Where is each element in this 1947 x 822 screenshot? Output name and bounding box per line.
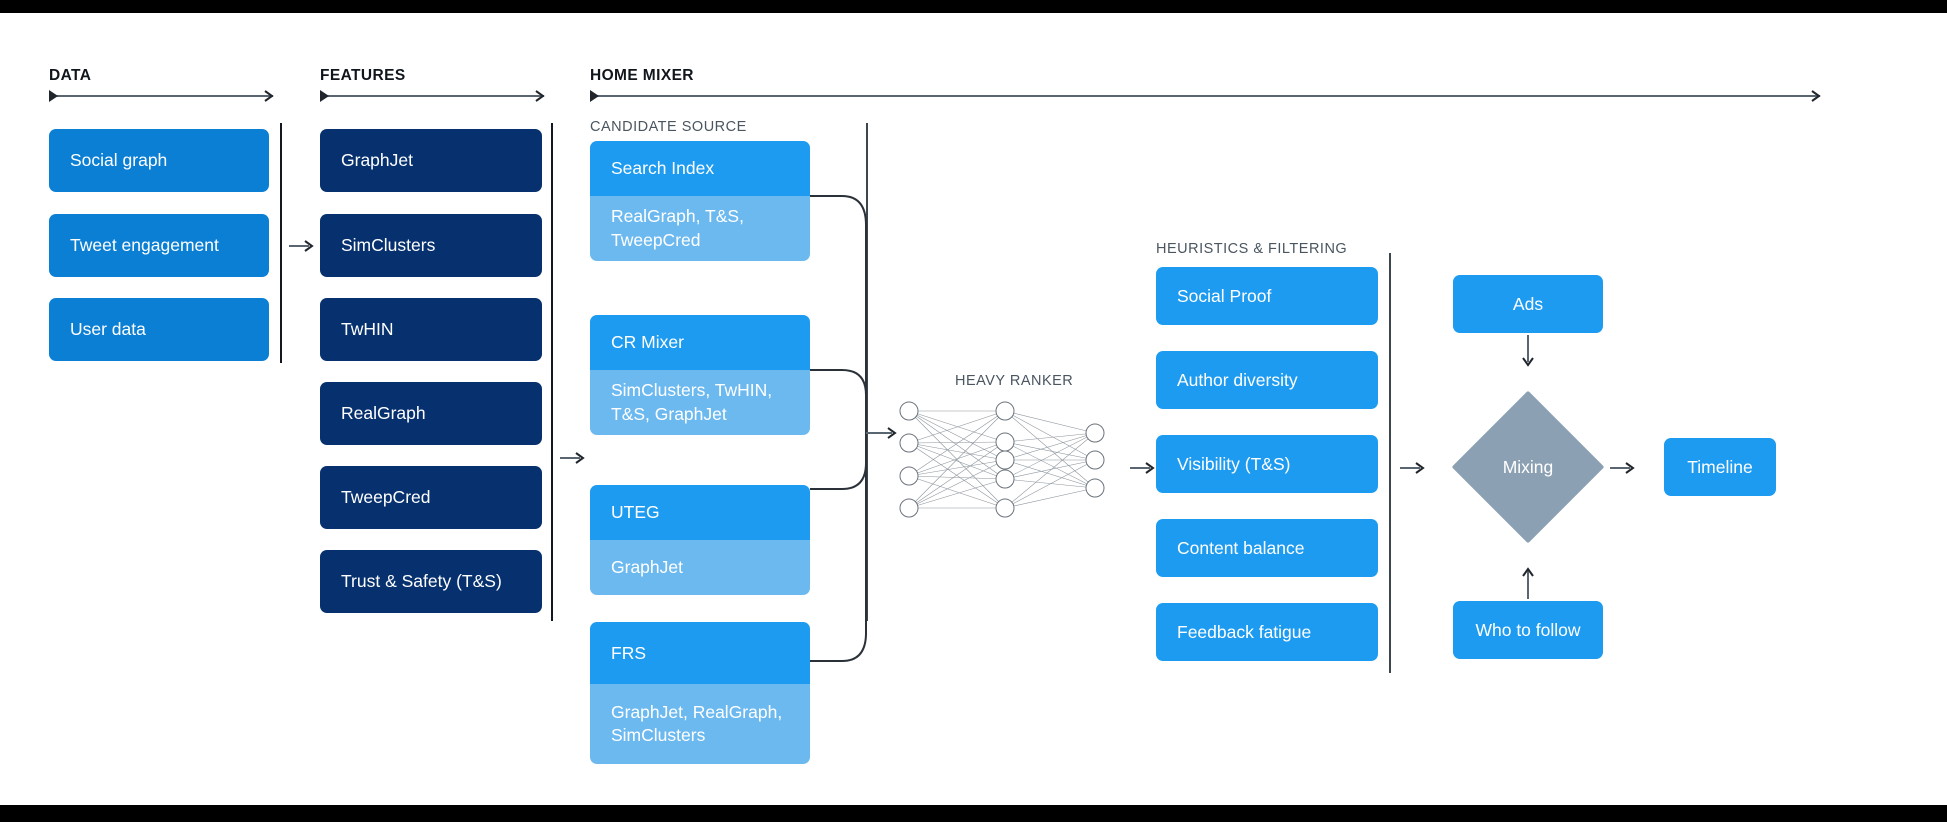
divider-features-mixer — [551, 123, 553, 621]
card-label: SimClusters — [341, 235, 436, 256]
diagram-canvas: DATA FEATURES HOME MIXER CANDIDATE SOURC… — [0, 13, 1947, 805]
rail-line — [320, 95, 544, 97]
heuristic-card-visibility[interactable]: Visibility (T&S) — [1156, 435, 1378, 493]
candidate-source-title: FRS — [590, 622, 810, 684]
arrow-data-to-features — [289, 240, 314, 252]
data-card-tweet-engagement[interactable]: Tweet engagement — [49, 214, 269, 277]
card-label: Content balance — [1177, 537, 1305, 558]
section-label-data: DATA — [49, 67, 92, 84]
candidate-source-search-index[interactable]: Search Index RealGraph, T&S, TweepCred — [590, 141, 810, 261]
rail-line — [590, 95, 1820, 97]
output-card-timeline[interactable]: Timeline — [1664, 438, 1776, 496]
card-label: Ads — [1512, 293, 1544, 314]
candidate-source-features: SimClusters, TwHIN, T&S, GraphJet — [590, 370, 810, 435]
heuristic-card-author-diversity[interactable]: Author diversity — [1156, 351, 1378, 409]
candidate-source-features: GraphJet, RealGraph, SimClusters — [590, 684, 810, 764]
arrow-who-to-follow-to-mixing — [1522, 567, 1534, 599]
data-card-social-graph[interactable]: Social graph — [49, 129, 269, 192]
card-label: Tweet engagement — [70, 235, 219, 256]
arrow-head-icon — [264, 90, 274, 102]
section-label-heuristics: HEURISTICS & FILTERING — [1156, 241, 1348, 257]
features-card-graphjet[interactable]: GraphJet — [320, 129, 542, 192]
candidate-source-title: UTEG — [590, 485, 810, 540]
section-label-home-mixer: HOME MIXER — [590, 67, 694, 84]
arrow-features-to-mixer — [560, 452, 585, 464]
heuristic-card-content-balance[interactable]: Content balance — [1156, 519, 1378, 577]
features-card-tweepcred[interactable]: TweepCred — [320, 466, 542, 529]
heuristic-card-social-proof[interactable]: Social Proof — [1156, 267, 1378, 325]
heuristic-card-feedback-fatigue[interactable]: Feedback fatigue — [1156, 603, 1378, 661]
candidate-source-title: CR Mixer — [590, 315, 810, 370]
rail-features — [320, 89, 545, 103]
candidate-source-frs[interactable]: FRS GraphJet, RealGraph, SimClusters — [590, 622, 810, 764]
arrow-start-icon — [590, 90, 599, 102]
section-label-candidate-source: CANDIDATE SOURCE — [590, 119, 747, 135]
arrow-head-icon — [1811, 90, 1821, 102]
card-label: Feedback fatigue — [1177, 621, 1312, 642]
section-label-features: FEATURES — [320, 67, 406, 84]
arrow-head-icon — [535, 90, 545, 102]
card-label: Timeline — [1687, 456, 1753, 477]
arrow-start-icon — [49, 90, 58, 102]
rail-data — [49, 89, 274, 103]
card-label: Social graph — [70, 150, 168, 171]
features-card-trust-safety[interactable]: Trust & Safety (T&S) — [320, 550, 542, 613]
features-card-realgraph[interactable]: RealGraph — [320, 382, 542, 445]
mixing-label: Mixing — [1502, 457, 1554, 477]
card-label: GraphJet — [341, 150, 413, 171]
features-card-twhin[interactable]: TwHIN — [320, 298, 542, 361]
candidate-source-cr-mixer[interactable]: CR Mixer SimClusters, TwHIN, T&S, GraphJ… — [590, 315, 810, 435]
arrow-heuristics-to-mixing — [1400, 462, 1425, 474]
arrow-mixing-to-timeline — [1610, 462, 1635, 474]
connector-candidate-sources — [810, 195, 897, 662]
card-label: TweepCred — [341, 487, 431, 508]
card-label: Who to follow — [1475, 619, 1581, 640]
rail-line — [49, 95, 273, 97]
rail-home-mixer — [590, 89, 1821, 103]
features-card-simclusters[interactable]: SimClusters — [320, 214, 542, 277]
divider-heuristics-mixing — [1389, 253, 1391, 673]
candidate-source-title: Search Index — [590, 141, 810, 196]
card-label: Social Proof — [1177, 285, 1272, 306]
candidate-source-features: GraphJet — [590, 540, 810, 595]
heavy-ranker-network — [899, 401, 1105, 518]
candidate-source-uteg[interactable]: UTEG GraphJet — [590, 485, 810, 595]
card-label: Trust & Safety (T&S) — [341, 571, 502, 592]
arrow-start-icon — [320, 90, 329, 102]
output-card-ads[interactable]: Ads — [1453, 275, 1603, 333]
card-label: Author diversity — [1177, 369, 1298, 390]
data-card-user-data[interactable]: User data — [49, 298, 269, 361]
card-label: User data — [70, 319, 146, 340]
divider-data-features — [280, 123, 282, 363]
card-label: Visibility (T&S) — [1177, 453, 1291, 474]
output-card-who-to-follow[interactable]: Who to follow — [1453, 601, 1603, 659]
candidate-source-features: RealGraph, T&S, TweepCred — [590, 196, 810, 261]
section-label-heavy-ranker: HEAVY RANKER — [955, 373, 1074, 389]
arrow-ads-to-mixing — [1522, 335, 1534, 367]
card-label: RealGraph — [341, 403, 426, 424]
arrow-ranker-to-heuristics — [1130, 462, 1155, 474]
card-label: TwHIN — [341, 319, 394, 340]
